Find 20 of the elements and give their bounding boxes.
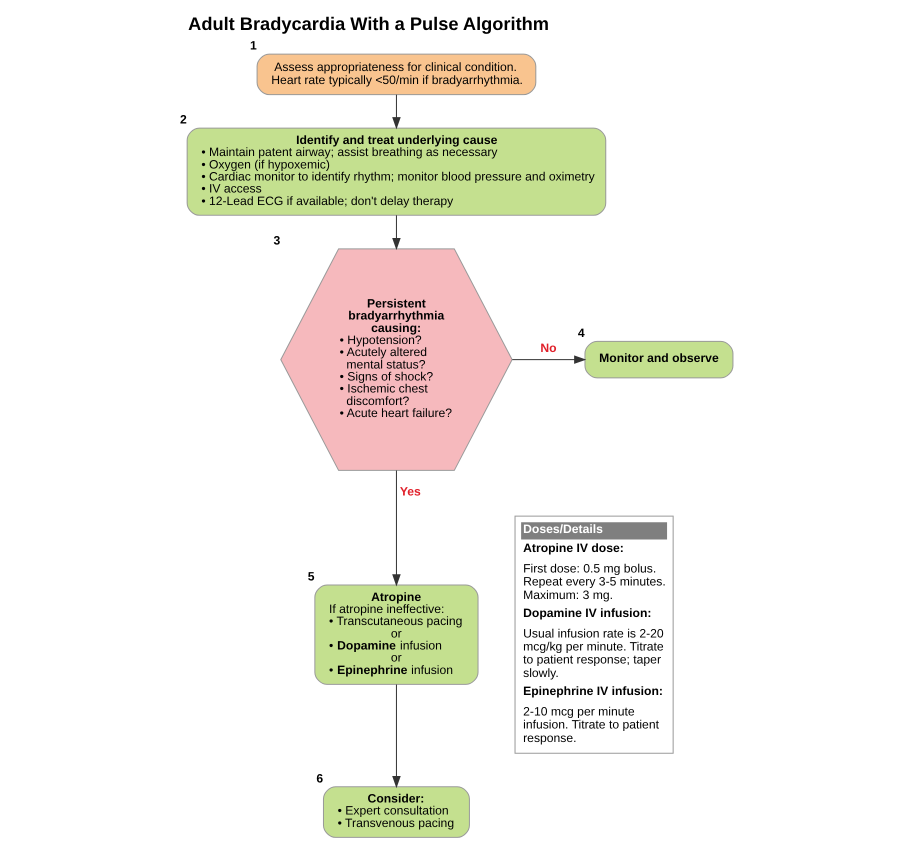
node-box: Assess appropriateness for clinical condition. Heart rate typically <50/min if bradyarrhythmia. [256,54,536,96]
arrow [392,94,400,130]
node-label: 4 [577,326,584,340]
edge-label: Yes [399,484,420,498]
node-label: 3 [272,233,280,248]
node-label: 1 [249,38,256,53]
node-label: 6 [316,771,323,786]
edge-label: No [540,341,556,356]
node-label: 5 [307,570,314,584]
node-box: Consider: • Expert consultation • Transvenous pacing [322,786,470,838]
node-label: 2 [180,112,186,127]
node-box: Doses/Details Atropine IV dose: First dose: 0.5 mg bolus. Repeat every 3-5 minutes. Maximum: 3 mg. Dopamine IV infusion: Usual infusion rate is 2-20 mcg/kg per minute. Titrate to patient response; taper slowly. Epinephrine IV infusion: 2-10 mcg per minute infusion. Titrate to patient response. [514,516,674,754]
arrow [392,684,400,788]
node-box: Atropine If atropine ineffective: • Transcutaneous pacing or • Dopamine infusion or • Epinephrine infusion [314,584,478,685]
arrow [392,470,400,586]
diagram-title: Adult Bradycardia With a Pulse Algorithm [188,13,549,34]
node-box: Identify and treat underlying cause • Maintain patent airway; assist breathing as necessary • Oxygen (if hypoxemic) • Cardiac monitor to identify rhythm; monitor blood pressure and oximetry • IV access • 12-Lead ECG if available; don't delay therapy [186,128,606,216]
arrow [512,355,586,364]
node-box: Monitor and observe [584,340,733,378]
arrow [392,215,400,250]
